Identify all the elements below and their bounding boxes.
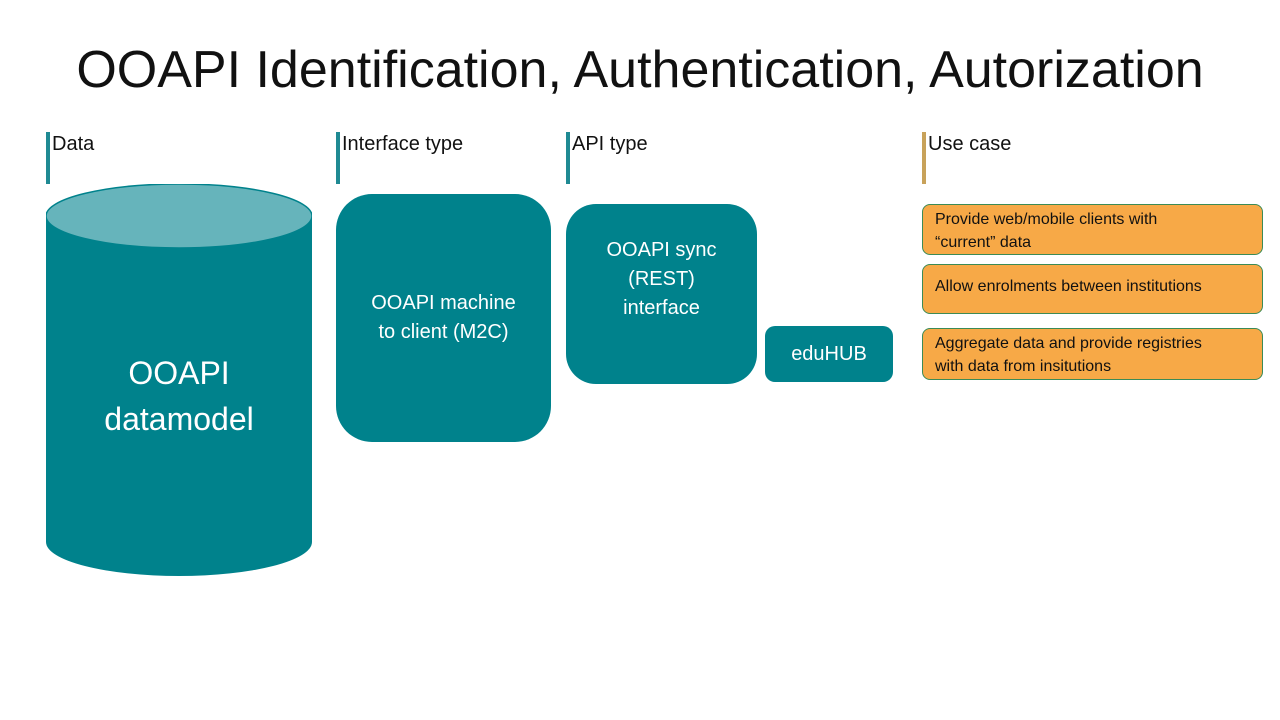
cylinder-body (46, 216, 312, 576)
eduhub-box: eduHUB (765, 326, 893, 382)
use-case-label: Allow enrolments between institutions (935, 277, 1202, 295)
header-interface-type: Interface type (336, 132, 463, 184)
header-use-case: Use case (922, 132, 1011, 184)
eduhub-label: eduHUB (791, 342, 867, 365)
page-title: OOAPI Identification, Authentication, Au… (76, 41, 1204, 99)
header-use-case-label: Use case (928, 133, 1012, 155)
use-case-label: Provide web/mobile clients with “current… (935, 211, 1158, 251)
datamodel-label-line1: OOAPI (128, 355, 229, 391)
use-case-web-mobile: Provide web/mobile clients with “current… (922, 204, 1263, 255)
datamodel-label-line2: datamodel (104, 401, 253, 437)
header-api-type-label: API type (572, 133, 648, 155)
api-sync-label: OOAPI sync (REST) interface (606, 238, 717, 319)
interface-m2c-box: OOAPI machine to client (M2C) (336, 194, 551, 442)
header-data-label: Data (52, 133, 95, 155)
api-sync-box: OOAPI sync (REST) interface (566, 204, 757, 384)
header-interface-type-label: Interface type (342, 133, 464, 155)
interface-m2c-label: OOAPI machine to client (M2C) (371, 292, 516, 343)
datamodel-cylinder: OOAPI datamodel (46, 184, 312, 576)
header-api-type: API type (566, 132, 648, 184)
use-case-label: Aggregate data and provide registries wi… (935, 335, 1202, 375)
header-data: Data (46, 132, 94, 184)
use-case-enrolments: Allow enrolments between institutions (922, 264, 1263, 314)
cylinder-top (46, 184, 312, 249)
use-case-aggregate: Aggregate data and provide registries wi… (922, 328, 1263, 380)
